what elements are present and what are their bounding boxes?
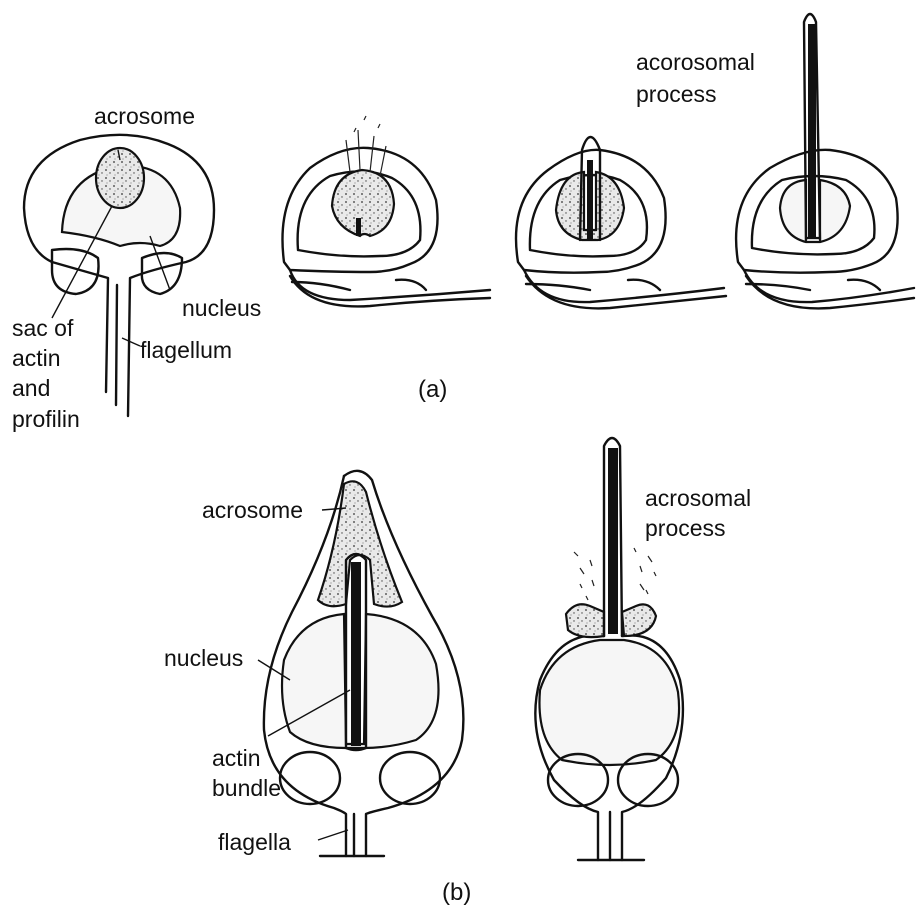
label-sac-line-4: profilin xyxy=(12,406,80,432)
label-process-b-line-2: process xyxy=(645,515,726,541)
label-flagella-b: flagella xyxy=(218,829,291,855)
released-particles-a2 xyxy=(346,116,386,176)
label-sac-line-3: and xyxy=(12,375,50,401)
label-process-b-line-1: acrosomal xyxy=(645,485,751,511)
label-acrosome-b: acrosome xyxy=(202,497,303,523)
panel-a: acrosome nucleus sac of actin and profil… xyxy=(12,14,914,432)
sperm-a-stage-3 xyxy=(516,137,726,308)
caption-a: (a) xyxy=(418,376,447,403)
acrosome-b2 xyxy=(566,604,604,637)
label-actin-line-1: actin xyxy=(212,745,261,771)
label-sac-line-1: sac of xyxy=(12,315,74,341)
acrosome-b2-right xyxy=(622,604,656,636)
label-actin-line-2: bundle xyxy=(212,775,281,801)
label-nucleus-b: nucleus xyxy=(164,645,243,671)
sperm-b-left xyxy=(264,471,464,856)
sperm-a-stage-4 xyxy=(736,14,914,308)
sperm-a-stage-1 xyxy=(24,135,214,416)
label-flagellum-a: flagellum xyxy=(140,337,232,363)
panel-b: acrosome nucleus actin bundle flagella a… xyxy=(164,438,751,906)
label-process-a-line-1: acorosomal xyxy=(636,49,755,75)
caption-b: (b) xyxy=(442,879,471,906)
acrosome-a2 xyxy=(332,170,394,236)
nucleus-b2 xyxy=(539,640,679,765)
label-acrosome-a: acrosome xyxy=(94,103,195,129)
label-sac-line-2: actin xyxy=(12,345,61,371)
sperm-a-stage-2 xyxy=(282,116,490,306)
label-process-a-line-2: process xyxy=(636,81,717,107)
label-nucleus-a: nucleus xyxy=(182,295,261,321)
